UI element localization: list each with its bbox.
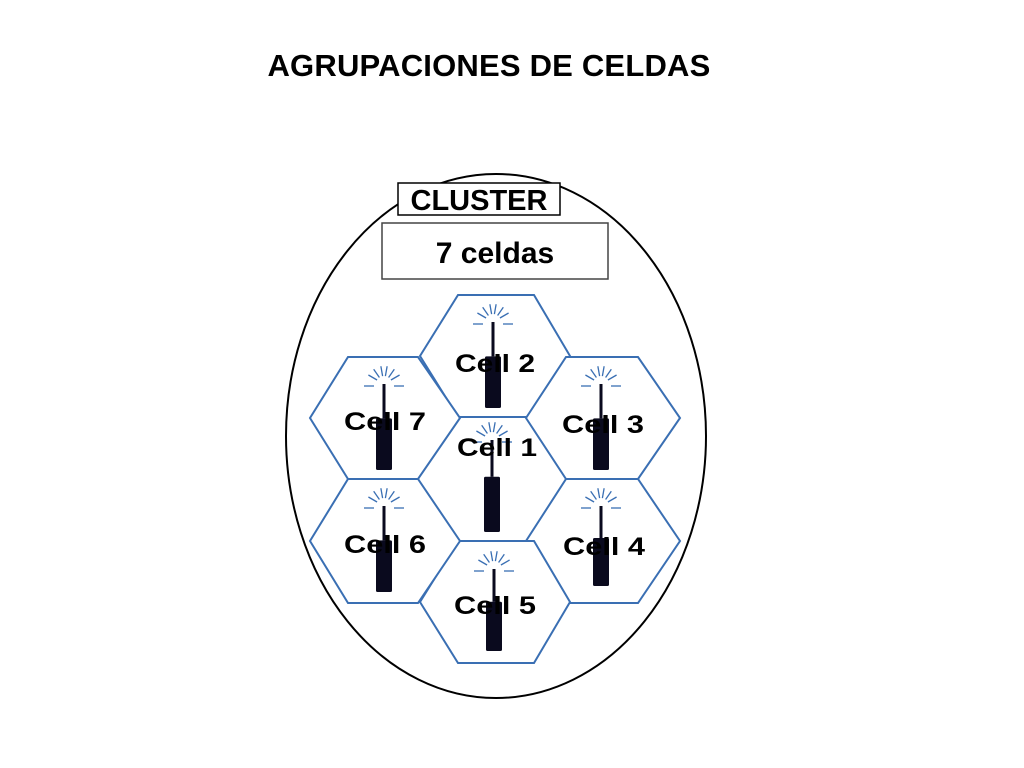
signal-ray bbox=[380, 366, 384, 377]
antenna-base bbox=[484, 476, 500, 532]
signal-ray bbox=[373, 490, 380, 500]
signal-ray bbox=[493, 304, 497, 315]
antenna-base bbox=[593, 418, 609, 470]
cell-1-label: Cell 1 bbox=[457, 434, 537, 462]
signal-ray bbox=[496, 424, 503, 434]
signal-ray bbox=[390, 374, 400, 381]
antenna-base bbox=[376, 540, 392, 592]
signal-ray bbox=[380, 488, 384, 499]
cell-3-label: Cell 3 bbox=[562, 411, 644, 439]
signal-ray bbox=[373, 368, 380, 378]
signal-ray bbox=[597, 488, 601, 499]
signal-ray bbox=[388, 368, 395, 378]
signal-ray bbox=[605, 490, 612, 500]
signal-ray bbox=[476, 430, 486, 437]
signal-ray bbox=[498, 430, 508, 437]
signal-ray bbox=[601, 488, 605, 499]
antenna-tower-icon bbox=[581, 488, 621, 586]
cell-7-label: Cell 7 bbox=[344, 408, 426, 436]
signal-ray bbox=[498, 553, 505, 563]
antenna-base bbox=[376, 418, 392, 470]
cluster-title-frame bbox=[397, 182, 561, 216]
page-title: AGRUPACIONES DE CELDAS bbox=[267, 48, 711, 83]
antenna-mast bbox=[382, 384, 386, 419]
antenna-tower-icon bbox=[474, 551, 514, 651]
signal-ray bbox=[368, 374, 378, 381]
antenna-mast bbox=[491, 322, 495, 357]
antenna-tower-icon bbox=[473, 304, 513, 408]
antenna-mast bbox=[492, 569, 496, 602]
signal-ray bbox=[390, 496, 400, 503]
signal-ray bbox=[601, 366, 605, 377]
signal-ray bbox=[590, 490, 597, 500]
cluster-title-label: CLUSTER bbox=[411, 185, 548, 217]
cluster-boundary bbox=[285, 173, 707, 699]
signal-ray bbox=[384, 488, 388, 499]
signal-ray bbox=[605, 368, 612, 378]
signal-ray bbox=[489, 304, 493, 315]
signal-ray bbox=[478, 559, 488, 566]
antenna-layer bbox=[364, 304, 621, 651]
signal-ray bbox=[481, 424, 488, 434]
signal-ray bbox=[607, 496, 617, 503]
signal-ray bbox=[607, 374, 617, 381]
cell-4-label: Cell 4 bbox=[563, 533, 645, 561]
antenna-mast bbox=[382, 506, 386, 541]
signal-ray bbox=[500, 559, 510, 566]
antenna-base bbox=[593, 538, 609, 586]
signal-ray bbox=[585, 374, 595, 381]
signal-ray bbox=[483, 553, 490, 563]
cluster-count-box: 7 celdas bbox=[381, 222, 609, 280]
antenna-mast bbox=[599, 506, 603, 538]
cell-6-label: Cell 6 bbox=[344, 531, 426, 559]
signal-ray bbox=[477, 312, 487, 319]
cluster-count-label: 7 celdas bbox=[436, 237, 554, 270]
cell-5-label: Cell 5 bbox=[454, 592, 536, 620]
cluster-title-box: CLUSTER bbox=[397, 182, 561, 217]
signal-ray bbox=[384, 366, 388, 377]
antenna-tower-icon bbox=[581, 366, 621, 470]
signal-ray bbox=[490, 551, 494, 562]
antenna-tower-icon bbox=[364, 366, 404, 470]
antenna-mast bbox=[490, 440, 494, 477]
signal-ray bbox=[590, 368, 597, 378]
signal-ray bbox=[488, 422, 492, 433]
antenna-tower-icon bbox=[472, 422, 512, 532]
cell-2-label: Cell 2 bbox=[455, 350, 535, 378]
signal-ray bbox=[482, 306, 489, 316]
signal-ray bbox=[494, 551, 498, 562]
antenna-mast bbox=[599, 384, 603, 419]
signal-ray bbox=[585, 496, 595, 503]
signal-ray bbox=[597, 366, 601, 377]
signal-ray bbox=[499, 312, 509, 319]
signal-ray bbox=[388, 490, 395, 500]
signal-ray bbox=[368, 496, 378, 503]
cell-labels: Cell 2 Cell 7 Cell 3 Cell 1 Cell 6 Cell … bbox=[344, 350, 645, 620]
cluster-count-frame bbox=[381, 222, 609, 280]
antenna-tower-icon bbox=[364, 488, 404, 592]
signal-ray bbox=[497, 306, 504, 316]
antenna-base bbox=[486, 601, 502, 651]
signal-ray bbox=[492, 422, 496, 433]
antenna-base bbox=[485, 356, 501, 408]
